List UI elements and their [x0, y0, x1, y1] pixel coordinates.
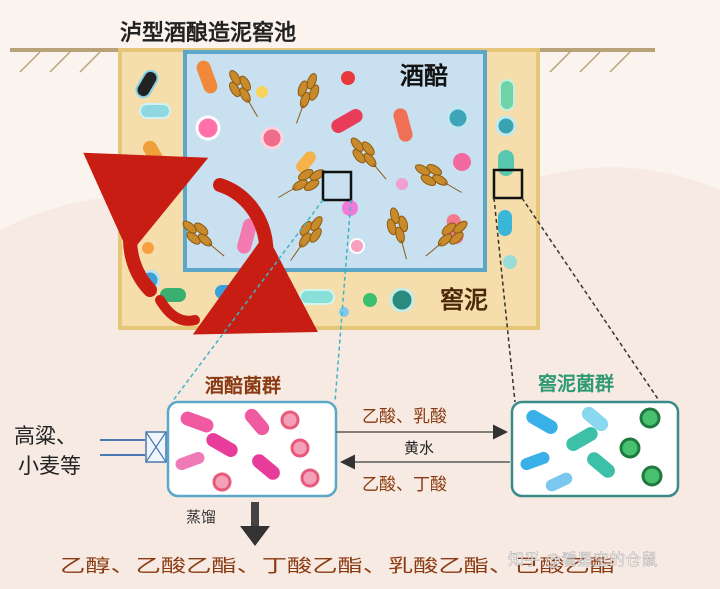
- exchange-arrows: [336, 424, 510, 470]
- raw-materials-line1: 高粱、: [14, 424, 77, 448]
- to-pit-label: 乙酸、乳酸: [362, 407, 447, 427]
- to-grains-label: 乙酸、丁酸: [362, 475, 447, 495]
- jiupei-flora-microbes: [175, 408, 320, 492]
- jiupei-flora-title: 酒醅菌群: [205, 374, 281, 397]
- distillation-arrow-icon: [240, 502, 270, 546]
- diagram-title: 泸型酒酿造泥窖池: [120, 20, 296, 46]
- watermark: 知乎 @看星空的仓鼠: [508, 550, 657, 569]
- jiaoni-flora-microbes: [520, 406, 663, 492]
- products-label: 乙醇、乙酸乙酯、丁酸乙酯、乳酸乙酯、己酸乙酯: [60, 556, 615, 577]
- yellow-water-label: 黄水: [404, 439, 434, 457]
- zoom-lines: [171, 197, 661, 403]
- jiupei-label: 酒醅: [400, 62, 448, 90]
- distillation-label: 蒸馏: [186, 508, 216, 526]
- input-arrow-icon: [100, 431, 167, 463]
- jiaoni-label: 窖泥: [440, 286, 488, 314]
- raw-materials-line2: 小麦等: [18, 454, 81, 478]
- jiaoni-flora-title: 窖泥菌群: [538, 372, 614, 395]
- mud-sample-square: [492, 168, 524, 200]
- grains-sample-square: [321, 170, 353, 202]
